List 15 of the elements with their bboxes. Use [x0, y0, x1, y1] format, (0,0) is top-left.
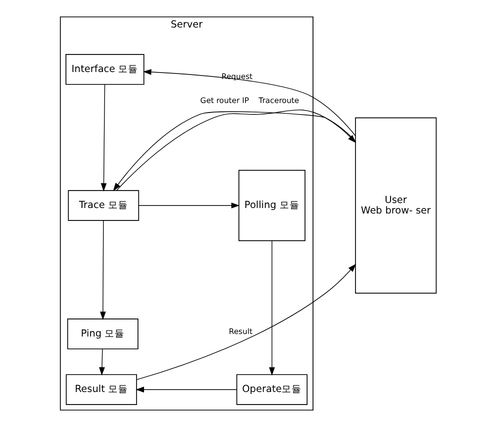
arrow [98, 348, 104, 376]
node-box: Trace 모듈 [67, 190, 139, 221]
arrow [100, 84, 106, 192]
arrow [136, 264, 356, 380]
arrow [135, 386, 236, 393]
node-box: Operate모듈 [236, 374, 308, 405]
arrow [268, 240, 274, 376]
node-box: User Web brow- ser [354, 117, 436, 294]
arrow [138, 202, 240, 208]
arrow [100, 220, 106, 320]
arrow [142, 69, 356, 136]
node-box: Ping 모듈 [66, 318, 138, 350]
node-box: Polling 모듈 [238, 170, 305, 242]
node-box: Interface 모듈 [65, 54, 144, 85]
node-box: Result 모듈 [65, 374, 136, 405]
